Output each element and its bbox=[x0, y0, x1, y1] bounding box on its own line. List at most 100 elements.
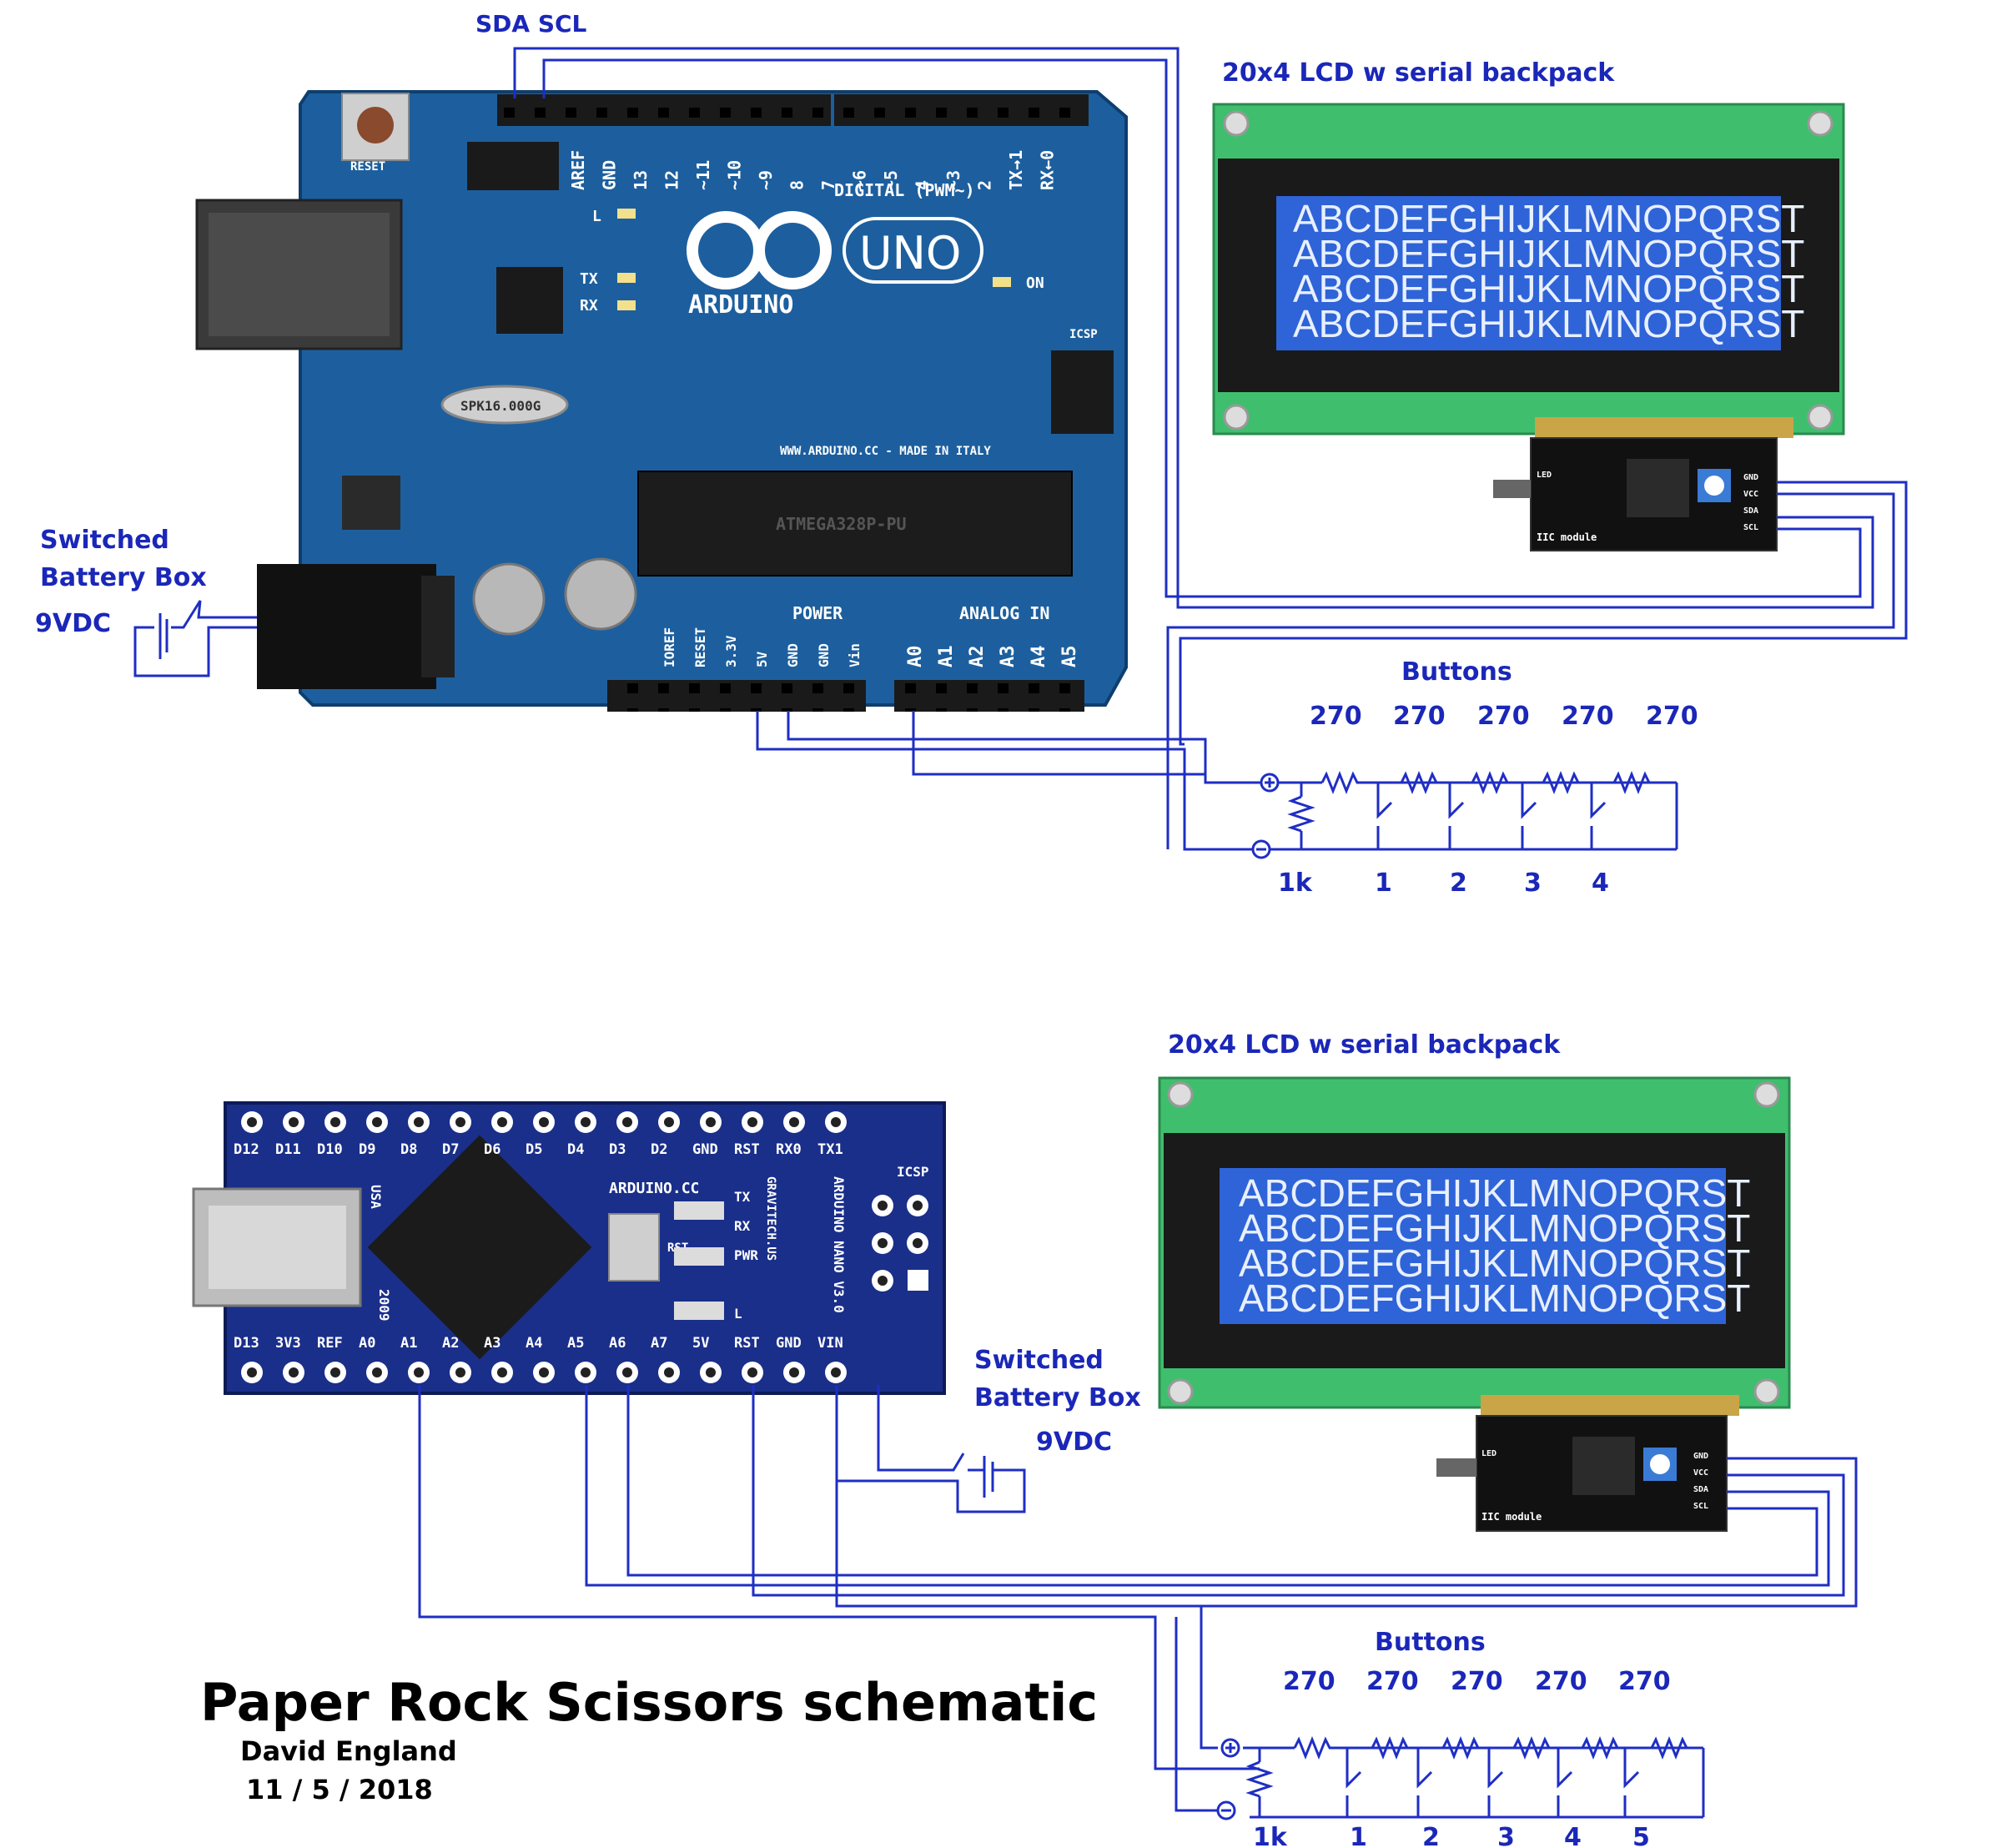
dc-jack bbox=[257, 564, 436, 689]
nano-top-pad-hole bbox=[539, 1117, 549, 1127]
power-header bbox=[607, 680, 866, 712]
nano-top-pad-hole bbox=[706, 1117, 716, 1127]
nano-lcd-line-3: ABCDEFGHIJKLMNOPQRST bbox=[1239, 1241, 1750, 1285]
nano-top-pad-hole bbox=[747, 1117, 757, 1127]
nano-top-pin-label: D2 bbox=[651, 1141, 667, 1158]
capacitor-2 bbox=[564, 557, 637, 631]
nano-led-l: L bbox=[734, 1306, 742, 1322]
uno-power-pin-label: GND bbox=[816, 643, 832, 667]
uno-digital-pin-label: 13 bbox=[631, 170, 651, 190]
uno-analog-pin-label: A1 bbox=[936, 646, 957, 668]
power-label: POWER bbox=[792, 603, 843, 623]
nano-resistor-label: 270 bbox=[1366, 1667, 1419, 1696]
nano-top-pin-label: D10 bbox=[317, 1141, 343, 1158]
nano-top-pad-hole bbox=[789, 1117, 799, 1127]
nano-top-pad-hole bbox=[372, 1117, 382, 1127]
nano-resistor-label: 270 bbox=[1618, 1667, 1671, 1696]
uno-backpack: LED IIC module GND VCC SDA SCL bbox=[1493, 437, 1778, 551]
uno-digital-pin-label: GND bbox=[600, 160, 620, 190]
nano-bottom-pad-hole bbox=[706, 1367, 716, 1377]
uno-analog-pin-label: A3 bbox=[998, 646, 1019, 668]
uno-digital-pin-label: ~11 bbox=[693, 160, 713, 190]
uno-lcd-line-2: ABCDEFGHIJKLMNOPQRST bbox=[1293, 232, 1804, 275]
uno-backpack-pin-gnd: GND bbox=[1743, 473, 1758, 482]
nano-top-pin-label: D4 bbox=[567, 1141, 584, 1158]
nano-bottom-pin-label: 3V3 bbox=[275, 1335, 301, 1352]
nano-switches bbox=[1346, 1748, 1640, 1817]
led-label-on: ON bbox=[1026, 274, 1044, 292]
nano-maker-text: GRAVITECH.US bbox=[764, 1176, 777, 1261]
nano-top-pin-label: D9 bbox=[359, 1141, 375, 1158]
author-text: David England bbox=[240, 1735, 457, 1767]
uno-digital-pin-label: 12 bbox=[662, 170, 682, 190]
uno-bottom-label: 4 bbox=[1592, 869, 1609, 898]
uno-backpack-pin-sda: SDA bbox=[1743, 506, 1758, 516]
nano-led-pwr: PWR bbox=[734, 1247, 758, 1263]
nano-resistor-label: 270 bbox=[1535, 1667, 1587, 1696]
nano-resistor-label: 270 bbox=[1451, 1667, 1503, 1696]
nano-top-pad-hole bbox=[497, 1117, 507, 1127]
uno-bottom-label: 2 bbox=[1450, 869, 1467, 898]
nano-bottom-label: 3 bbox=[1497, 1823, 1515, 1848]
arduino-logo: UNO ARDUINO bbox=[687, 211, 983, 320]
nano-top-pin-label: GND bbox=[692, 1141, 718, 1158]
digital-header-right bbox=[834, 94, 1089, 126]
uno-digital-pin-label: 8 bbox=[787, 180, 807, 190]
nano-top-pad-hole bbox=[330, 1117, 340, 1127]
uno-battery-voltage: 9VDC bbox=[35, 609, 111, 638]
page-title: Paper Rock Scissors schematic bbox=[200, 1672, 1098, 1733]
nano-lcd-line-2: ABCDEFGHIJKLMNOPQRST bbox=[1239, 1206, 1750, 1250]
uno-digital-pin-label: ~9 bbox=[756, 170, 776, 190]
reset-label: RESET bbox=[350, 160, 385, 174]
uno-digital-pin-label: ~6 bbox=[850, 170, 870, 190]
nano-bottom-pin-label: A0 bbox=[359, 1335, 375, 1352]
nano-year-text: 2009 bbox=[376, 1289, 392, 1322]
nano-model-text: ARDUINO NANO V3.0 bbox=[831, 1176, 847, 1313]
uno-digital-pin-label: 4 bbox=[913, 180, 933, 190]
uno-power-pin-label: IOREF bbox=[661, 627, 677, 667]
nano-bottom-pin-label: A2 bbox=[442, 1335, 459, 1352]
nano-bottom-pin-label: REF bbox=[317, 1335, 343, 1352]
nano-bottom-pad-hole bbox=[497, 1367, 507, 1377]
uno-button-ladder bbox=[1251, 770, 1678, 859]
uno-resistor-label: 270 bbox=[1562, 702, 1614, 731]
nano-bottom-pin-label: A1 bbox=[400, 1335, 417, 1352]
uno-buttons-label: Buttons bbox=[1401, 657, 1512, 687]
nano-lcd-screen bbox=[1220, 1168, 1726, 1324]
nano-bottom-pad-hole bbox=[664, 1367, 674, 1377]
nano-top-pin-label: RST bbox=[734, 1141, 760, 1158]
nano-bottom-pad-hole bbox=[789, 1367, 799, 1377]
uno-digital-pin-label: RX←0 bbox=[1038, 150, 1058, 190]
nano-bottom-label: 2 bbox=[1422, 1823, 1440, 1848]
uno-digital-pin-label: ~5 bbox=[881, 170, 901, 190]
nano-top-pad-hole bbox=[414, 1117, 424, 1127]
analog-header bbox=[894, 680, 1084, 712]
uno-lcd-screen bbox=[1276, 196, 1781, 350]
uno-wiring bbox=[133, 47, 1908, 851]
digital-header-left bbox=[497, 94, 831, 126]
nano-bottom-pad-hole bbox=[622, 1367, 632, 1377]
nano-top-pin-label: TX1 bbox=[817, 1141, 843, 1158]
uno-lcd-module: ABCDEFGHIJKLMNOPQRST ABCDEFGHIJKLMNOPQRS… bbox=[1212, 103, 1845, 438]
nano-led-tx: TX bbox=[734, 1189, 751, 1205]
reset-knob bbox=[357, 107, 394, 144]
nano-bottom-pad-hole bbox=[247, 1367, 257, 1377]
uno-digital-pin-label: 2 bbox=[975, 180, 995, 190]
nano-top-pin-label: D11 bbox=[275, 1141, 301, 1158]
nano-bottom-pad-hole bbox=[414, 1367, 424, 1377]
uno-analog-pin-label: A5 bbox=[1059, 646, 1080, 668]
uno-resistor-label: 270 bbox=[1646, 702, 1698, 731]
nano-top-pad-hole bbox=[831, 1117, 841, 1127]
uno-power-pin-label: Vin bbox=[847, 643, 863, 667]
nano-usa-text: USA bbox=[368, 1185, 384, 1209]
nano-battery-label-2: Battery Box bbox=[974, 1383, 1141, 1412]
analog-label: ANALOG IN bbox=[959, 603, 1049, 623]
nano-backpack-module-text: IIC module bbox=[1481, 1511, 1542, 1523]
nano-bottom-pin-label: RST bbox=[734, 1335, 760, 1352]
regulator bbox=[342, 476, 400, 530]
nano-brand-text: ARDUINO.CC bbox=[609, 1180, 699, 1197]
